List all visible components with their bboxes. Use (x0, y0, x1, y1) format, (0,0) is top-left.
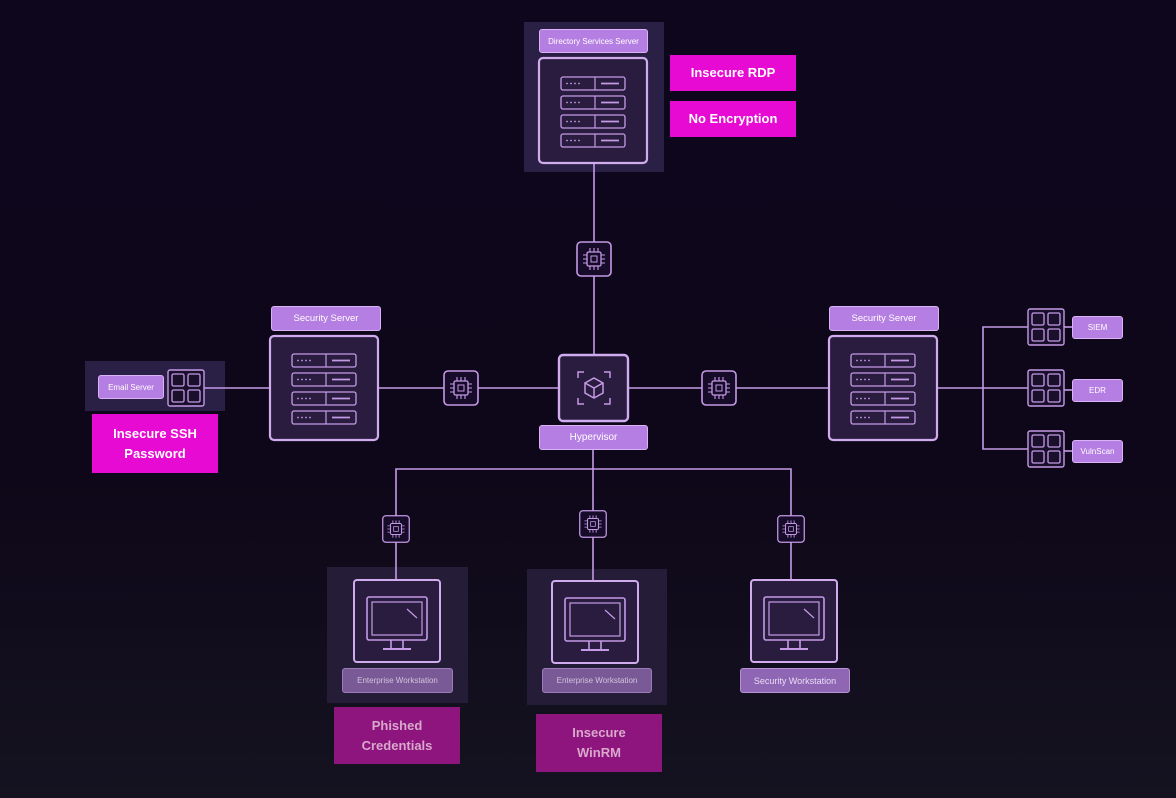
vuln-insecure-rdp: Insecure RDP (670, 55, 796, 91)
email-server-label[interactable]: Email Server (98, 375, 164, 399)
security-server-left-box[interactable] (268, 334, 380, 442)
enterprise-ws-2-label[interactable]: Enterprise Workstation (542, 668, 652, 693)
enterprise-ws-1-label[interactable]: Enterprise Workstation (342, 668, 453, 693)
security-server-left-label-text: Security Server (293, 313, 359, 324)
grid-icon (1027, 430, 1065, 468)
cpu-chip-icon (777, 515, 805, 543)
enterprise-ws-1-box[interactable] (353, 579, 441, 663)
security-server-right-label-text: Security Server (851, 313, 917, 324)
vuln-insecure-ssh-password: Insecure SSH Password (92, 414, 218, 473)
vulnscan-label-text: VulnScan (1080, 447, 1115, 456)
email-server-label-text: Email Server (108, 382, 154, 392)
cpu-chip-icon (701, 370, 737, 406)
security-ws-box[interactable] (750, 579, 838, 663)
grid-icon (1027, 369, 1065, 407)
directory-server-label-text: Directory Services Server (548, 36, 639, 46)
directory-server-box[interactable] (537, 56, 649, 165)
security-server-right-box[interactable] (827, 334, 939, 442)
security-server-right-label[interactable]: Security Server (829, 306, 939, 331)
vulnscan-label[interactable]: VulnScan (1072, 440, 1123, 463)
cpu-chip-icon (443, 370, 479, 406)
enterprise-ws-2-label-text: Enterprise Workstation (556, 676, 638, 685)
directory-server-label[interactable]: Directory Services Server (539, 29, 648, 53)
hypervisor-label-text: Hypervisor (569, 432, 618, 443)
grid-icon (1027, 308, 1065, 346)
vuln-no-encryption: No Encryption (670, 101, 796, 137)
security-server-left-label[interactable]: Security Server (271, 306, 381, 331)
cube-icon (577, 371, 611, 405)
edr-label-text: EDR (1089, 386, 1106, 395)
siem-label[interactable]: SIEM (1072, 316, 1123, 339)
hypervisor-label[interactable]: Hypervisor (539, 425, 648, 450)
grid-icon (167, 369, 205, 407)
security-ws-label[interactable]: Security Workstation (740, 668, 850, 693)
vuln-phished-credentials: Phished Credentials (334, 707, 460, 764)
siem-label-text: SIEM (1087, 323, 1108, 332)
cpu-chip-icon (382, 515, 410, 543)
cpu-chip-icon (576, 241, 612, 277)
vuln-insecure-winrm: Insecure WinRM (536, 714, 662, 772)
security-ws-label-text: Security Workstation (753, 675, 837, 686)
enterprise-ws-1-label-text: Enterprise Workstation (357, 676, 438, 685)
enterprise-ws-2-box[interactable] (551, 580, 639, 664)
cpu-chip-icon (579, 510, 607, 538)
edr-label[interactable]: EDR (1072, 379, 1123, 402)
